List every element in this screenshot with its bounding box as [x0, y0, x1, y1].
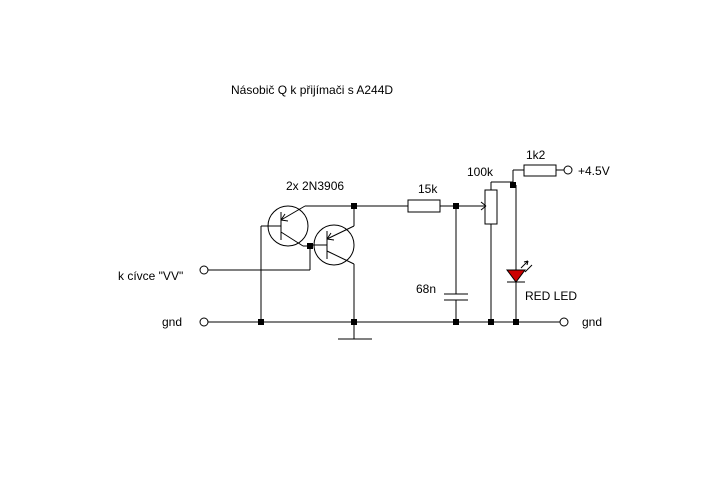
coil-input	[199, 265, 310, 275]
transistor-q2	[310, 224, 355, 266]
gnd-right-label: gnd	[582, 315, 602, 329]
led-label: RED LED	[525, 289, 577, 303]
capacitor-label: 68n	[416, 282, 436, 296]
supply-label: +4.5V	[578, 164, 610, 178]
gnd-left-terminal	[199, 317, 209, 327]
resistor-1k2-label: 1k2	[526, 148, 546, 162]
junctions	[258, 182, 519, 325]
coil-input-terminal	[199, 265, 209, 275]
resistor-15k-label: 15k	[418, 182, 438, 196]
transistor-q1	[261, 205, 309, 247]
potentiometer-100k	[480, 181, 513, 322]
gnd-left-label: gnd	[162, 315, 182, 329]
transistor-label: 2x 2N3906	[286, 179, 344, 193]
transistor-wiring	[260, 205, 408, 322]
capacitor-68n	[444, 206, 468, 322]
resistor-15k	[407, 199, 486, 213]
diagram-title: Násobič Q k přijímači s A244D	[231, 83, 393, 97]
supply-terminal	[563, 165, 573, 175]
resistor-1k2	[512, 164, 573, 185]
led-triangle	[506, 269, 526, 283]
red-led	[506, 185, 533, 322]
gnd-right-terminal	[559, 317, 569, 327]
potentiometer-label: 100k	[467, 165, 494, 179]
coil-input-label: k cívce "VV"	[118, 269, 183, 283]
ground-rail	[199, 317, 569, 340]
